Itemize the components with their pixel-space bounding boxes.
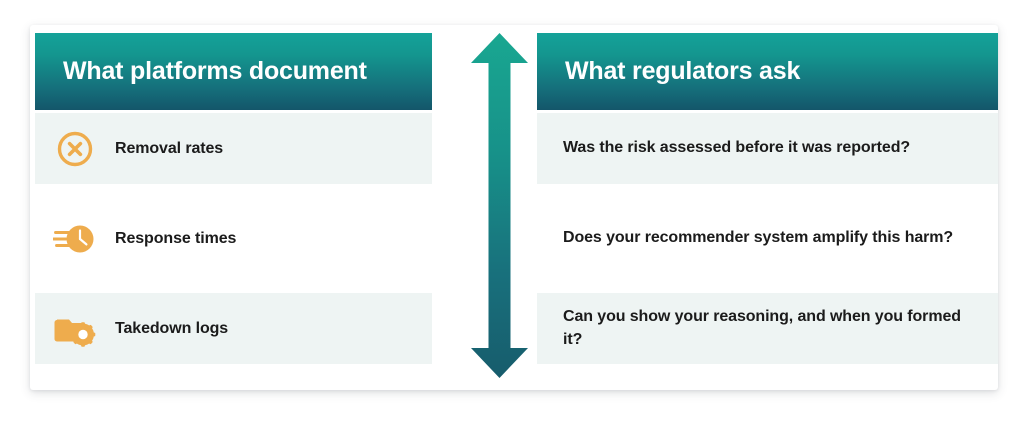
regulators-question-text: Was the risk assessed before it was repo…: [563, 139, 911, 157]
regulators-question-text: Can you show your reasoning, and when yo…: [563, 307, 961, 348]
regulators-column: What regulators ask Was the risk assesse…: [537, 33, 998, 364]
platforms-row-removal-rates[interactable]: Removal rates: [35, 113, 432, 184]
regulators-row-recommender-amplify[interactable]: Does your recommender system amplify thi…: [537, 203, 998, 274]
fast-clock-icon: [53, 217, 97, 261]
double-headed-vertical-arrow-icon: [462, 33, 537, 378]
regulators-row-show-reasoning[interactable]: Can you show your reasoning, and when yo…: [537, 293, 998, 364]
comparison-card: What platforms document Removal rates: [30, 25, 998, 390]
platforms-column: What platforms document Removal rates: [35, 33, 432, 364]
folder-gear-icon: [53, 307, 97, 351]
regulators-column-title: What regulators ask: [565, 56, 801, 85]
regulators-column-header: What regulators ask: [537, 33, 998, 110]
platforms-row-takedown-logs[interactable]: Takedown logs: [35, 293, 432, 364]
regulators-question-text: Does your recommender system amplify thi…: [563, 229, 954, 247]
platforms-row-label: Takedown logs: [115, 319, 229, 337]
platforms-row-label: Removal rates: [115, 139, 224, 157]
platforms-row-label: Response times: [115, 229, 237, 247]
platforms-row-list: Removal rates: [35, 113, 432, 364]
x-circle-icon: [53, 127, 97, 171]
regulators-row-list: Was the risk assessed before it was repo…: [537, 113, 998, 364]
platforms-row-response-times[interactable]: Response times: [35, 203, 432, 274]
platforms-column-title: What platforms document: [63, 56, 367, 85]
regulators-row-risk-assessed[interactable]: Was the risk assessed before it was repo…: [537, 113, 998, 184]
platforms-column-header: What platforms document: [35, 33, 432, 110]
